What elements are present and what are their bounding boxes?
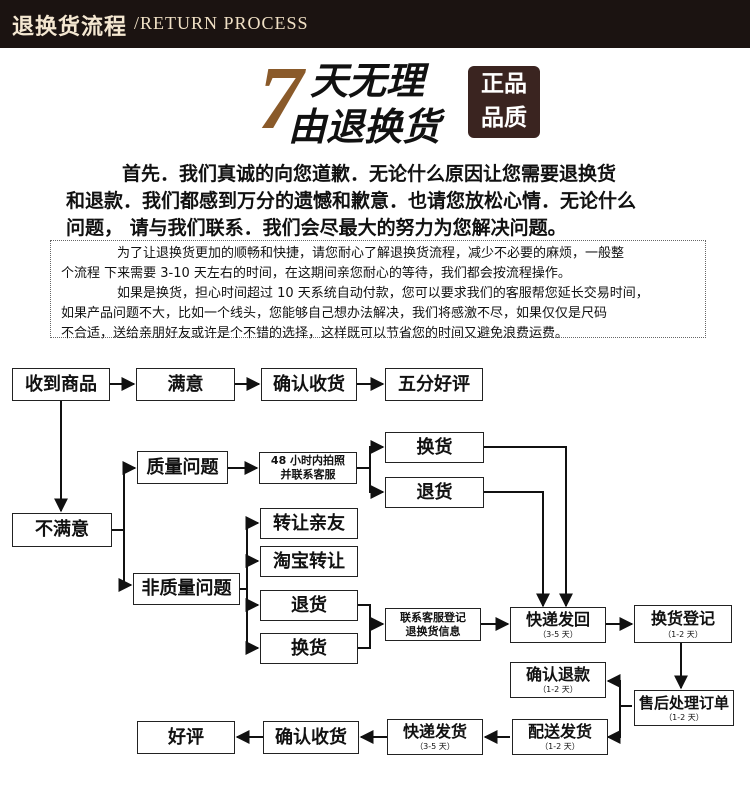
hero-line2: 由退换货: [288, 104, 441, 149]
label-express-ship-days: （3-5 天）: [415, 742, 455, 751]
label-good-review: 好评: [168, 727, 204, 748]
label-photo-contact: 48 小时内拍照: [270, 454, 346, 467]
label-express-back: 快递发回: [525, 610, 590, 629]
box-register-info: 联系客服登记 退换货信息: [385, 608, 481, 641]
box-confirm-receipt: 确认收货: [261, 368, 357, 401]
box-return-b: 退货: [260, 590, 358, 621]
quality-badge: 正品 品质: [468, 66, 540, 138]
box-after-sales: 售后处理订单 （1-2 天）: [634, 690, 734, 726]
box-exchange-b: 换货: [260, 633, 358, 664]
intro-line2: 和退款．我们都感到万分的遗憾和歉意．也请您放松心情．无论什么: [66, 190, 637, 212]
label-confirm-refund: 确认退款: [525, 665, 590, 684]
hero-slogan: 7 天无理 由退换货: [258, 54, 558, 153]
label-confirm-receipt: 确认收货: [273, 374, 345, 395]
label-non-quality-issue: 非质量问题: [141, 578, 232, 599]
box-express-back: 快递发回 （3-5 天）: [510, 607, 606, 643]
box-photo-contact: 48 小时内拍照 并联系客服: [259, 452, 357, 484]
label-register-info2: 退换货信息: [405, 625, 461, 638]
label-quality-issue: 质量问题: [146, 457, 219, 478]
notice-line4: 如果产品问题不大，比如一个线头，您能够自己想办法解决，我们将感激不尽，如果仅仅是…: [61, 306, 608, 321]
box-exchange-a: 换货: [385, 432, 484, 463]
label-taobao-transfer: 淘宝转让: [273, 551, 345, 572]
label-photo-contact2: 并联系客服: [280, 468, 336, 481]
label-unsatisfied: 不满意: [35, 519, 89, 540]
label-confirm-refund-days: （1-2 天）: [538, 685, 578, 694]
badge-line2: 品质: [481, 105, 527, 131]
label-exchange-b: 换货: [291, 638, 327, 659]
label-ship-out-days: （1-2 天）: [540, 742, 580, 751]
box-return-a: 退货: [385, 477, 484, 508]
header-title-en: /RETURN PROCESS: [134, 13, 309, 33]
box-ship-out: 配送发货 （1-2 天）: [512, 719, 608, 755]
header-title-cn: 退换货流程: [12, 14, 128, 40]
box-confirm-refund: 确认退款 （1-2 天）: [510, 662, 606, 698]
box-good-review: 好评: [137, 721, 235, 754]
box-taobao-transfer: 淘宝转让: [260, 546, 358, 577]
box-non-quality-issue: 非质量问题: [133, 573, 240, 605]
label-satisfied: 满意: [167, 374, 204, 395]
label-express-back-days: （3-5 天）: [538, 630, 578, 639]
label-after-sales: 售后处理订单: [638, 694, 729, 712]
label-exchange-register-days: （1-2 天）: [663, 630, 703, 639]
notice-box: 为了让退换货更加的顺畅和快捷，请您耐心了解退换货流程，减少不必要的麻烦，一般整 …: [50, 240, 706, 341]
intro-line1: 首先．我们真诚的向您道歉．无论什么原因让您需要退换货: [122, 163, 617, 185]
box-confirm-receipt-2: 确认收货: [263, 721, 359, 754]
hero-seven: 7: [258, 49, 303, 148]
intro-text: 首先．我们真诚的向您道歉．无论什么原因让您需要退换货 和退款．我们都感到万分的遗…: [66, 161, 706, 242]
hero-line1: 天无理: [310, 58, 425, 103]
badge-line1: 正品: [481, 71, 527, 97]
box-satisfied: 满意: [136, 368, 235, 401]
box-received: 收到商品: [12, 368, 110, 401]
label-transfer-friend: 转让亲友: [273, 513, 345, 534]
notice-line5: 不合适，送给亲朋好友或许是个不错的选择，这样既可以节省您的时间又避免浪费运费。: [61, 326, 569, 341]
label-confirm-receipt-2: 确认收货: [275, 727, 347, 748]
label-exchange-register: 换货登记: [650, 609, 715, 628]
box-five-star: 五分好评: [385, 368, 483, 401]
label-ship-out: 配送发货: [527, 722, 592, 741]
notice-line3: 如果是换货，担心时间超过 10 天系统自动付款，您可以要求我们的客服帮您延长交易…: [117, 286, 649, 301]
label-five-star: 五分好评: [398, 374, 470, 395]
label-return-a: 退货: [416, 482, 453, 503]
label-after-sales-days: （1-2 天）: [664, 713, 704, 722]
notice-line1: 为了让退换货更加的顺畅和快捷，请您耐心了解退换货流程，减少不必要的麻烦，一般整: [117, 246, 625, 261]
page-header: 退换货流程 /RETURN PROCESS: [0, 0, 750, 48]
label-return-b: 退货: [291, 595, 327, 616]
box-transfer-friend: 转让亲友: [260, 508, 358, 539]
label-exchange-a: 换货: [416, 437, 453, 458]
intro-line3: 问题， 请与我们联系．我们会尽最大的努力为您解决问题。: [66, 217, 567, 239]
notice-line2: 个流程 下来需要 3-10 天左右的时间，在这期间亲您耐心的等待，我们都会按流程…: [61, 266, 571, 281]
label-received: 收到商品: [25, 374, 97, 395]
box-unsatisfied: 不满意: [12, 513, 112, 547]
label-register-info: 联系客服登记: [400, 611, 466, 624]
box-express-ship: 快递发货 （3-5 天）: [387, 719, 483, 755]
box-quality-issue: 质量问题: [137, 451, 228, 484]
box-exchange-register: 换货登记 （1-2 天）: [634, 605, 732, 643]
label-express-ship: 快递发货: [402, 722, 467, 741]
